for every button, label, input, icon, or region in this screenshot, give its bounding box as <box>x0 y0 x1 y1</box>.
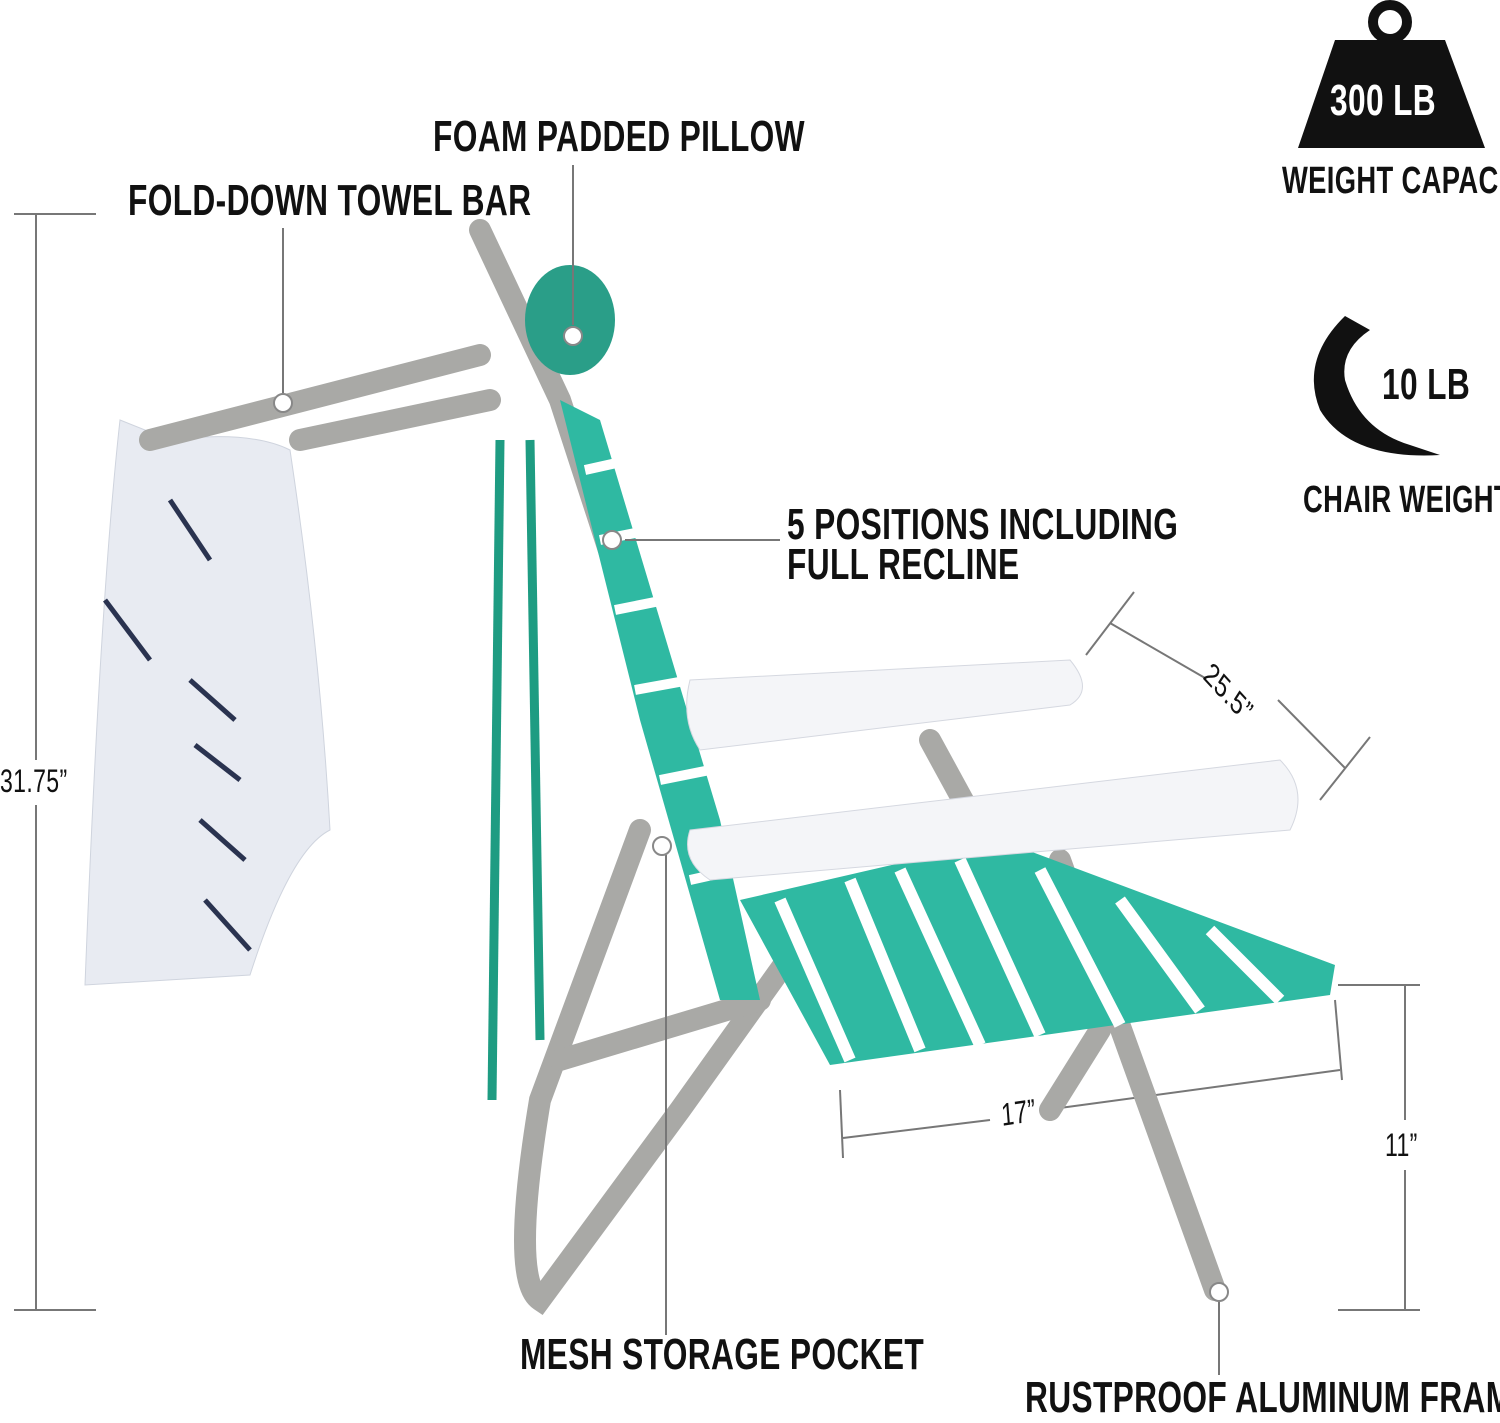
dimension-height: 31.75” <box>0 763 68 799</box>
shoulder-straps <box>487 439 545 1101</box>
weight-icon <box>1298 0 1485 148</box>
chair-weight-label: CHAIR WEIGHT <box>1303 479 1500 521</box>
armrest-front <box>687 759 1299 881</box>
weight-capacity-label: WEIGHT CAPACITY <box>1282 160 1500 202</box>
callout-positions-line1: 5 POSITIONS INCLUDING <box>787 500 1179 549</box>
dimension-lines <box>14 213 1420 1311</box>
pillow <box>525 265 615 375</box>
callout-foam-pillow: FOAM PADDED PILLOW <box>433 112 805 161</box>
callout-positions-line2: FULL RECLINE <box>787 540 1020 589</box>
callout-mesh-pocket: MESH STORAGE POCKET <box>520 1330 925 1379</box>
towel <box>84 419 331 986</box>
feather-icon <box>1313 316 1440 456</box>
seat-fabric <box>740 840 1335 1065</box>
chair-weight-value: 10 LB <box>1382 360 1471 409</box>
callout-aluminum-frame: RUSTPROOF ALUMINUM FRAME <box>1025 1373 1500 1422</box>
leader-lines <box>282 165 1220 1375</box>
dimension-depth: 17” <box>1000 1092 1037 1133</box>
dimension-seat-height: 11” <box>1385 1127 1418 1163</box>
callout-towel-bar: FOLD-DOWN TOWEL BAR <box>128 176 532 225</box>
armrest-back <box>686 659 1083 751</box>
weight-capacity-value: 300 LB <box>1330 76 1437 125</box>
